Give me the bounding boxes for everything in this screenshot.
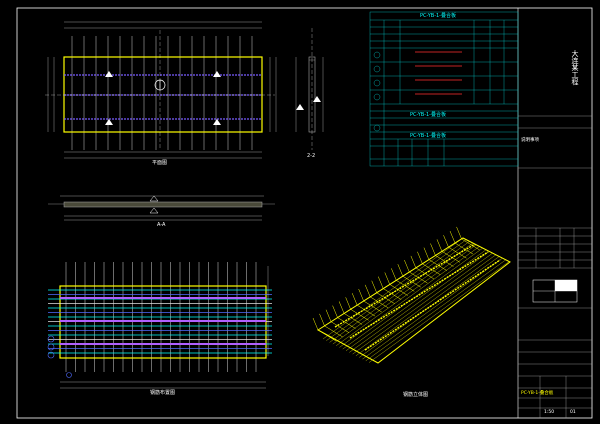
rebar-line [330, 321, 350, 333]
rebar-plan-label: 钢筋布置图 [150, 390, 176, 396]
table-red-marks [415, 51, 462, 95]
rebar-line [397, 264, 404, 277]
rebar-line [345, 249, 487, 351]
rebar-line [383, 288, 402, 300]
rebar-line [343, 313, 363, 325]
rebar-line [391, 268, 397, 281]
rebar-table [369, 11, 519, 167]
rebar-line [351, 293, 358, 306]
rebar-line [336, 244, 477, 346]
rebar-line [325, 309, 332, 322]
rebar-line [430, 243, 436, 256]
rebar-line [404, 259, 410, 273]
rebar-line [312, 317, 319, 331]
rebar-line [319, 313, 325, 326]
section-2-2-view [295, 28, 324, 150]
rebar-line [358, 288, 364, 302]
rebar-line [368, 261, 510, 363]
section-a-a-label: A-A [157, 222, 166, 228]
rebar-line [454, 242, 474, 255]
title-block-vertical-title: 大连某工程 [571, 50, 579, 85]
rebar-line [332, 305, 338, 318]
rebar-line [402, 275, 421, 288]
table-section-2: PC-YB-1-叠合板 [410, 112, 446, 118]
rebar-line [410, 255, 417, 268]
table-section-3: PC-YB-1-叠合板 [410, 133, 446, 139]
table-cell-circles [373, 51, 381, 132]
rebar-line [357, 304, 376, 317]
rebar-line [365, 259, 506, 361]
rebar-line [350, 309, 369, 321]
rebar-line [417, 251, 423, 264]
rebar-line [355, 254, 497, 356]
axonometric-label: 钢筋立体图 [403, 392, 429, 398]
rebar-line [342, 247, 483, 350]
rebar-line [378, 276, 384, 289]
rebar-line [364, 284, 371, 297]
rebar-line [349, 251, 490, 353]
rebar-line [326, 239, 467, 341]
table-header: PC-YB-1-叠合板 [420, 13, 456, 19]
rebar-line [423, 247, 430, 260]
notes-label: 说明事项 [521, 138, 539, 143]
rebar-line [338, 301, 345, 314]
rebar-line [339, 246, 480, 348]
rebar-line [448, 246, 467, 259]
rebar-line [329, 241, 470, 343]
section-2-2-label: 2-2 [307, 153, 316, 159]
rebar-line [441, 251, 461, 263]
drawing-title: PC-YB-1-叠合板 [521, 391, 554, 396]
rebar-line [456, 226, 462, 240]
plan-view-label: 平面图 [152, 160, 168, 166]
rebar-line [384, 272, 391, 285]
section-a-a-view [48, 195, 275, 221]
rebar-line [436, 239, 443, 252]
rebar-line [317, 329, 337, 342]
rebar-line [352, 252, 493, 355]
rebar-line [428, 259, 448, 271]
title-block-rows [518, 115, 592, 418]
scale-value: 1:50 [544, 410, 555, 415]
drawing-frame [16, 7, 593, 419]
rebar-line [435, 255, 454, 267]
axonometric-view [312, 226, 511, 364]
rebar-line [376, 292, 395, 304]
rebar-line [371, 280, 377, 293]
rebar-plan-view [47, 262, 272, 389]
key-plan [532, 279, 578, 303]
sheet-number: 01 [570, 410, 576, 415]
rebar-line [363, 300, 382, 313]
rebar-line [322, 237, 464, 340]
rebar-line [359, 256, 500, 358]
plan-view [45, 21, 277, 159]
rebar-line [449, 230, 456, 244]
rebar-line [337, 317, 356, 329]
rebar-line [345, 297, 351, 310]
rebar-line [443, 235, 449, 248]
rebar-line [362, 258, 503, 360]
